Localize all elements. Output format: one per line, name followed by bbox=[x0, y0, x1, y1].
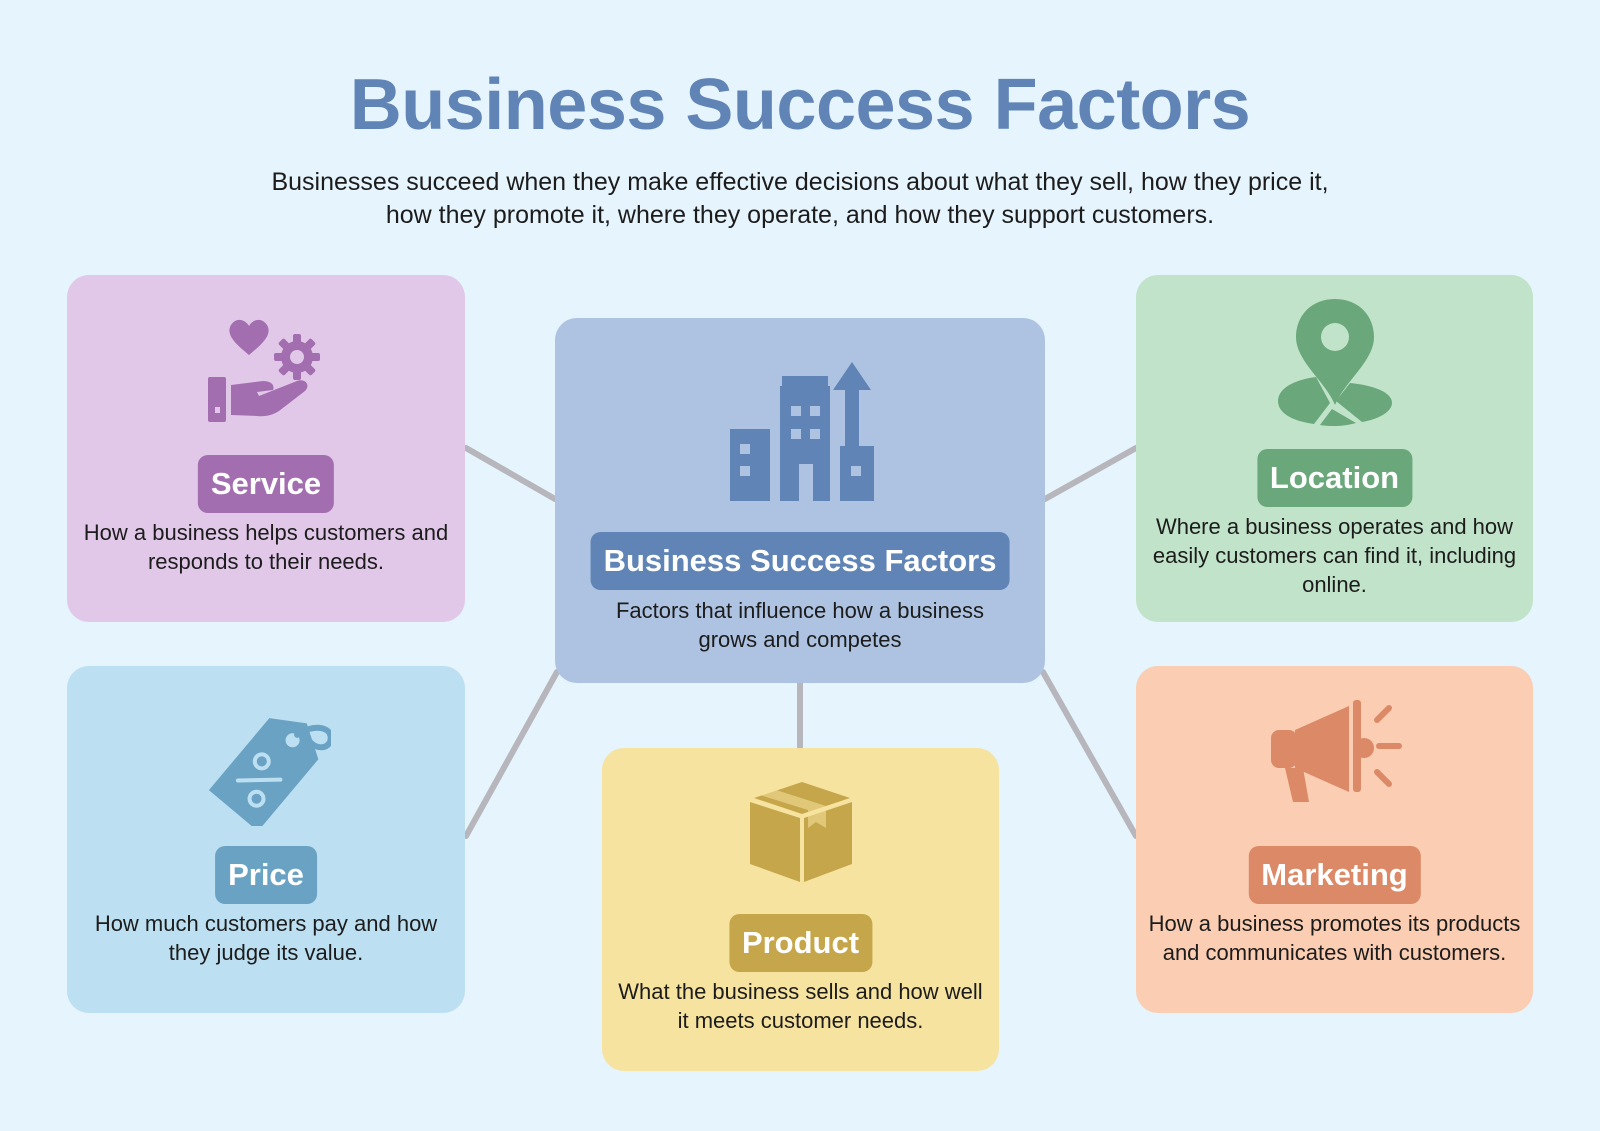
factor-card-marketing: Marketing How a business promotes its pr… bbox=[1136, 666, 1533, 1013]
building-growth-icon bbox=[730, 362, 874, 501]
connector-price bbox=[463, 669, 560, 839]
factor-label-product: Product bbox=[728, 914, 873, 972]
center-card: Business Success Factors Factors that in… bbox=[555, 318, 1045, 683]
connector-service bbox=[463, 445, 558, 502]
page-subtitle: Businesses succeed when they make effect… bbox=[200, 166, 1400, 232]
factor-desc-price: How much customers pay and how they judg… bbox=[94, 911, 438, 965]
subtitle-line-2: how they promote it, where they operate,… bbox=[385, 201, 1215, 229]
factor-desc-product: What the business sells and how well it … bbox=[618, 979, 983, 1033]
price-tag-icon bbox=[208, 718, 331, 826]
factor-card-location: Location Where a business operates and h… bbox=[1136, 275, 1533, 622]
factor-desc-marketing: How a business promotes its products and… bbox=[1148, 911, 1521, 965]
factor-label-service: Service bbox=[197, 455, 335, 513]
hand-heart-gear-icon bbox=[208, 319, 320, 422]
subtitle-line-1: Businesses succeed when they make effect… bbox=[271, 168, 1329, 196]
factor-card-product: Product What the business sells and how … bbox=[602, 748, 999, 1071]
connector-marketing bbox=[1040, 669, 1139, 839]
box-icon bbox=[749, 782, 852, 882]
factor-label-location: Location bbox=[1256, 449, 1413, 507]
center-label: Business Success Factors bbox=[590, 532, 1010, 590]
page-title: Business Success Factors bbox=[349, 65, 1251, 145]
map-pin-icon bbox=[1277, 299, 1392, 427]
factor-desc-location: Where a business operates and how easily… bbox=[1152, 514, 1517, 597]
factor-label-marketing: Marketing bbox=[1248, 846, 1421, 904]
factor-card-price: Price How much customers pay and how the… bbox=[67, 666, 465, 1013]
megaphone-icon bbox=[1270, 700, 1402, 802]
factor-card-service: Service How a business helps customers a… bbox=[67, 275, 465, 622]
factor-label-price: Price bbox=[215, 846, 317, 904]
connector-location bbox=[1042, 445, 1139, 502]
center-description: Factors that influence how a business gr… bbox=[615, 598, 985, 652]
factor-desc-service: How a business helps customers and respo… bbox=[83, 520, 449, 574]
